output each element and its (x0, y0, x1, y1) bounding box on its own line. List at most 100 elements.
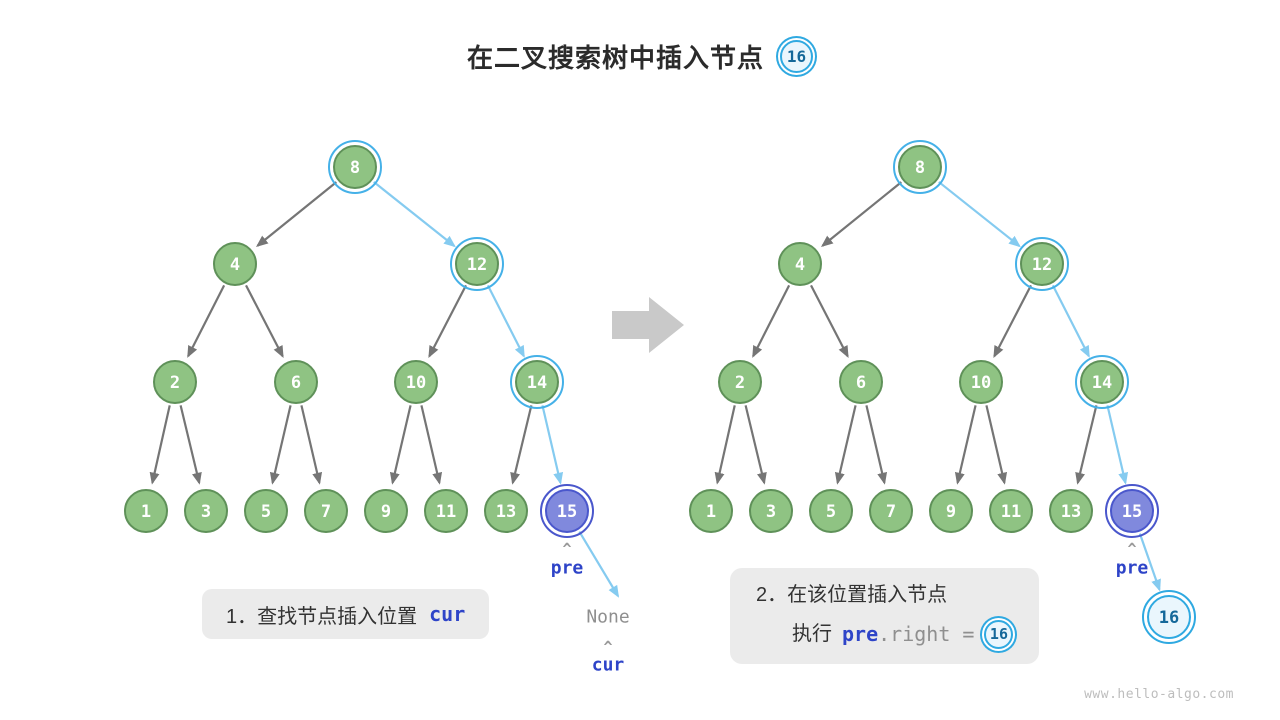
tree-node-3: 3 (749, 489, 793, 533)
tree-node-2: 2 (718, 360, 762, 404)
tree-edge (578, 531, 620, 598)
svg-text:4: 4 (795, 255, 805, 275)
svg-text:1: 1 (706, 502, 716, 522)
caption-step2-line1: 2．在该位置插入节点 (756, 579, 1013, 612)
tree-node-15: 15 (1105, 484, 1159, 538)
code-right-assign: .right = (878, 622, 975, 646)
svg-text:14: 14 (527, 373, 547, 393)
svg-text:12: 12 (467, 255, 487, 275)
svg-text:6: 6 (856, 373, 866, 393)
svg-text:12: 12 (1032, 255, 1052, 275)
tree-node-15: 15 (540, 484, 594, 538)
svg-text:11: 11 (1001, 502, 1021, 522)
svg-text:3: 3 (766, 502, 776, 522)
tree-edge (820, 181, 903, 248)
tree-edge (245, 284, 284, 359)
tree-edge (255, 181, 338, 248)
tree-edge (865, 405, 888, 485)
caption-step2-line2: 执行 pre.right = 16 (792, 618, 1014, 651)
caption-step2-line1-text: 2．在该位置插入节点 (756, 584, 948, 606)
tree-node-11: 11 (424, 489, 468, 533)
tree-edge (1051, 284, 1090, 358)
svg-text:15: 15 (1122, 502, 1142, 522)
code-pre: pre (842, 622, 879, 646)
svg-text:2: 2 (735, 373, 745, 393)
tree-edge (954, 405, 977, 485)
svg-text:1: 1 (141, 502, 151, 522)
watermark: www.hello-algo.com (1084, 687, 1234, 702)
svg-text:8: 8 (350, 158, 360, 178)
pre-label: pre (551, 558, 584, 579)
tree-node-1: 1 (124, 489, 168, 533)
svg-text:10: 10 (971, 373, 991, 393)
transition-arrow-icon (612, 297, 684, 353)
svg-text:15: 15 (557, 502, 577, 522)
caption-step2-code: pre.right = (842, 618, 974, 651)
tree-edge (752, 284, 791, 358)
page-title: 在二叉搜索树中插入节点 16 (0, 38, 1280, 75)
tree-edge (373, 181, 456, 248)
tree-node-5: 5 (244, 489, 288, 533)
tree-edge (938, 181, 1021, 248)
pre-label: pre (1116, 558, 1149, 579)
tree-edge (1075, 405, 1098, 485)
tree-node-13: 13 (484, 489, 528, 533)
tree-node-10: 10 (959, 360, 1003, 404)
tree-edge (149, 405, 171, 485)
tree-edge (985, 405, 1008, 485)
tree-node-9: 9 (364, 489, 408, 533)
tree-edge (300, 405, 323, 485)
svg-text:7: 7 (321, 502, 331, 522)
svg-text:11: 11 (436, 502, 456, 522)
caption-step1: 1．查找节点插入位置 cur (202, 589, 490, 639)
tree-node-12: 12 (1015, 237, 1069, 291)
tree-node-4: 4 (213, 242, 257, 286)
caption-step2: 2．在该位置插入节点 执行 pre.right = 16 (730, 568, 1040, 664)
tree-edge (179, 405, 202, 485)
caption-step2-line2-prefix: 执行 (792, 623, 832, 645)
svg-text:9: 9 (381, 502, 391, 522)
tree-node-7: 7 (304, 489, 348, 533)
svg-text:10: 10 (406, 373, 426, 393)
none-label: None (586, 607, 629, 628)
tree-edge (714, 405, 736, 485)
tree-edge (187, 284, 226, 358)
tree-node-12: 12 (450, 237, 504, 291)
tree-node-5: 5 (809, 489, 853, 533)
caption-step1-text: 1．查找节点插入位置 (226, 605, 418, 628)
tree-edge (389, 405, 412, 485)
svg-text:4: 4 (230, 255, 240, 275)
tree-node-6: 6 (274, 360, 318, 404)
tree-edge (269, 405, 292, 485)
svg-text:7: 7 (886, 502, 896, 522)
tree-node-1: 1 (689, 489, 733, 533)
svg-text:5: 5 (826, 502, 836, 522)
tree-edge (834, 405, 857, 485)
svg-text:14: 14 (1092, 373, 1112, 393)
tree-node-14: 14 (510, 355, 564, 409)
tree-node-7: 7 (869, 489, 913, 533)
svg-text:9: 9 (946, 502, 956, 522)
tree-edge (541, 405, 564, 485)
svg-text:13: 13 (496, 502, 516, 522)
tree-edge (428, 284, 467, 359)
tree-edge (420, 405, 443, 485)
tree-node-16: 16 (1142, 590, 1196, 644)
tree-node-11: 11 (989, 489, 1033, 533)
tree-node-2: 2 (153, 360, 197, 404)
svg-text:13: 13 (1061, 502, 1081, 522)
tree-node-9: 9 (929, 489, 973, 533)
tree-node-13: 13 (1049, 489, 1093, 533)
tree-node-8: 8 (328, 140, 382, 194)
tree-node-8: 8 (893, 140, 947, 194)
cur-label: cur (592, 655, 625, 676)
edges-layer (149, 181, 1161, 598)
title-text: 在二叉搜索树中插入节点 (466, 43, 764, 73)
tree-node-14: 14 (1075, 355, 1129, 409)
tree-edge (1106, 405, 1129, 485)
svg-text:8: 8 (915, 158, 925, 178)
